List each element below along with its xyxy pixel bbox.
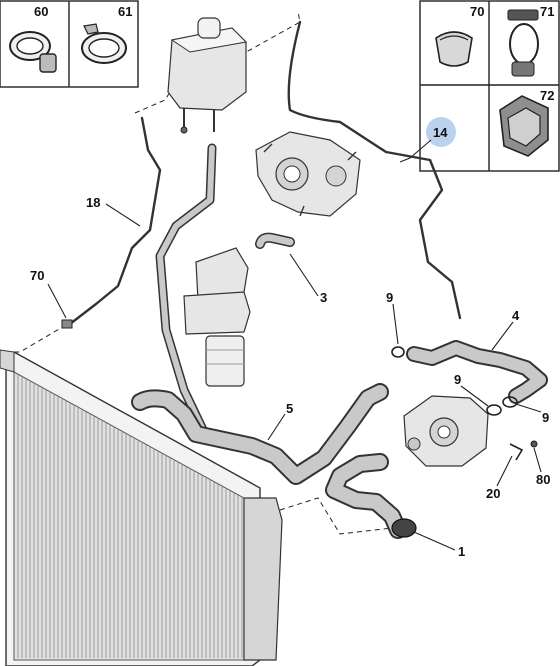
o-ring-9b — [486, 404, 502, 416]
callout-1: 1 — [458, 544, 465, 559]
highlight-circle-14 — [426, 117, 456, 147]
callout-9-right: 9 — [542, 410, 549, 425]
o-ring-9a — [391, 346, 405, 358]
callout-14: 14 — [433, 125, 448, 140]
callout-80: 80 — [536, 472, 550, 487]
leader-lines — [47, 139, 542, 551]
hose-clamp-60-icon — [9, 31, 57, 73]
callout-20: 20 — [486, 486, 500, 501]
inset-clamps-70-71-72 — [419, 0, 560, 172]
callout-70-inset: 70 — [470, 4, 484, 19]
o-ring-9c — [502, 396, 518, 408]
bleed-pipe-18 — [68, 116, 162, 326]
callout-70: 70 — [30, 268, 44, 283]
callout-71: 71 — [540, 4, 554, 19]
callout-60: 60 — [34, 4, 48, 19]
callout-61: 61 — [118, 4, 132, 19]
callout-5: 5 — [286, 401, 293, 416]
oil-cooler-filter-housing — [183, 247, 251, 387]
inset-clamps-60-61 — [0, 0, 139, 88]
callout-9-middle: 9 — [454, 372, 461, 387]
clip-70-icon — [435, 31, 473, 67]
radiator — [0, 349, 283, 666]
callout-18: 18 — [86, 195, 100, 210]
thermostat-housing-upper — [255, 131, 361, 217]
clip-20 — [509, 443, 524, 461]
bracket-clip-71-icon — [507, 9, 539, 77]
callout-9-upper: 9 — [386, 290, 393, 305]
hose-clamp-61-icon — [81, 23, 127, 64]
expansion-tank — [167, 17, 248, 134]
bolt-80 — [530, 440, 538, 448]
thermostat-housing-lower — [403, 395, 489, 467]
dashed-connection-lines — [8, 11, 393, 535]
callout-3: 3 — [320, 290, 327, 305]
callout-4: 4 — [512, 308, 520, 323]
callout-72: 72 — [540, 88, 554, 103]
bracket-72-icon — [499, 95, 549, 157]
pipe-clip-70 — [61, 319, 73, 329]
bleed-pipe-14 — [287, 20, 462, 320]
